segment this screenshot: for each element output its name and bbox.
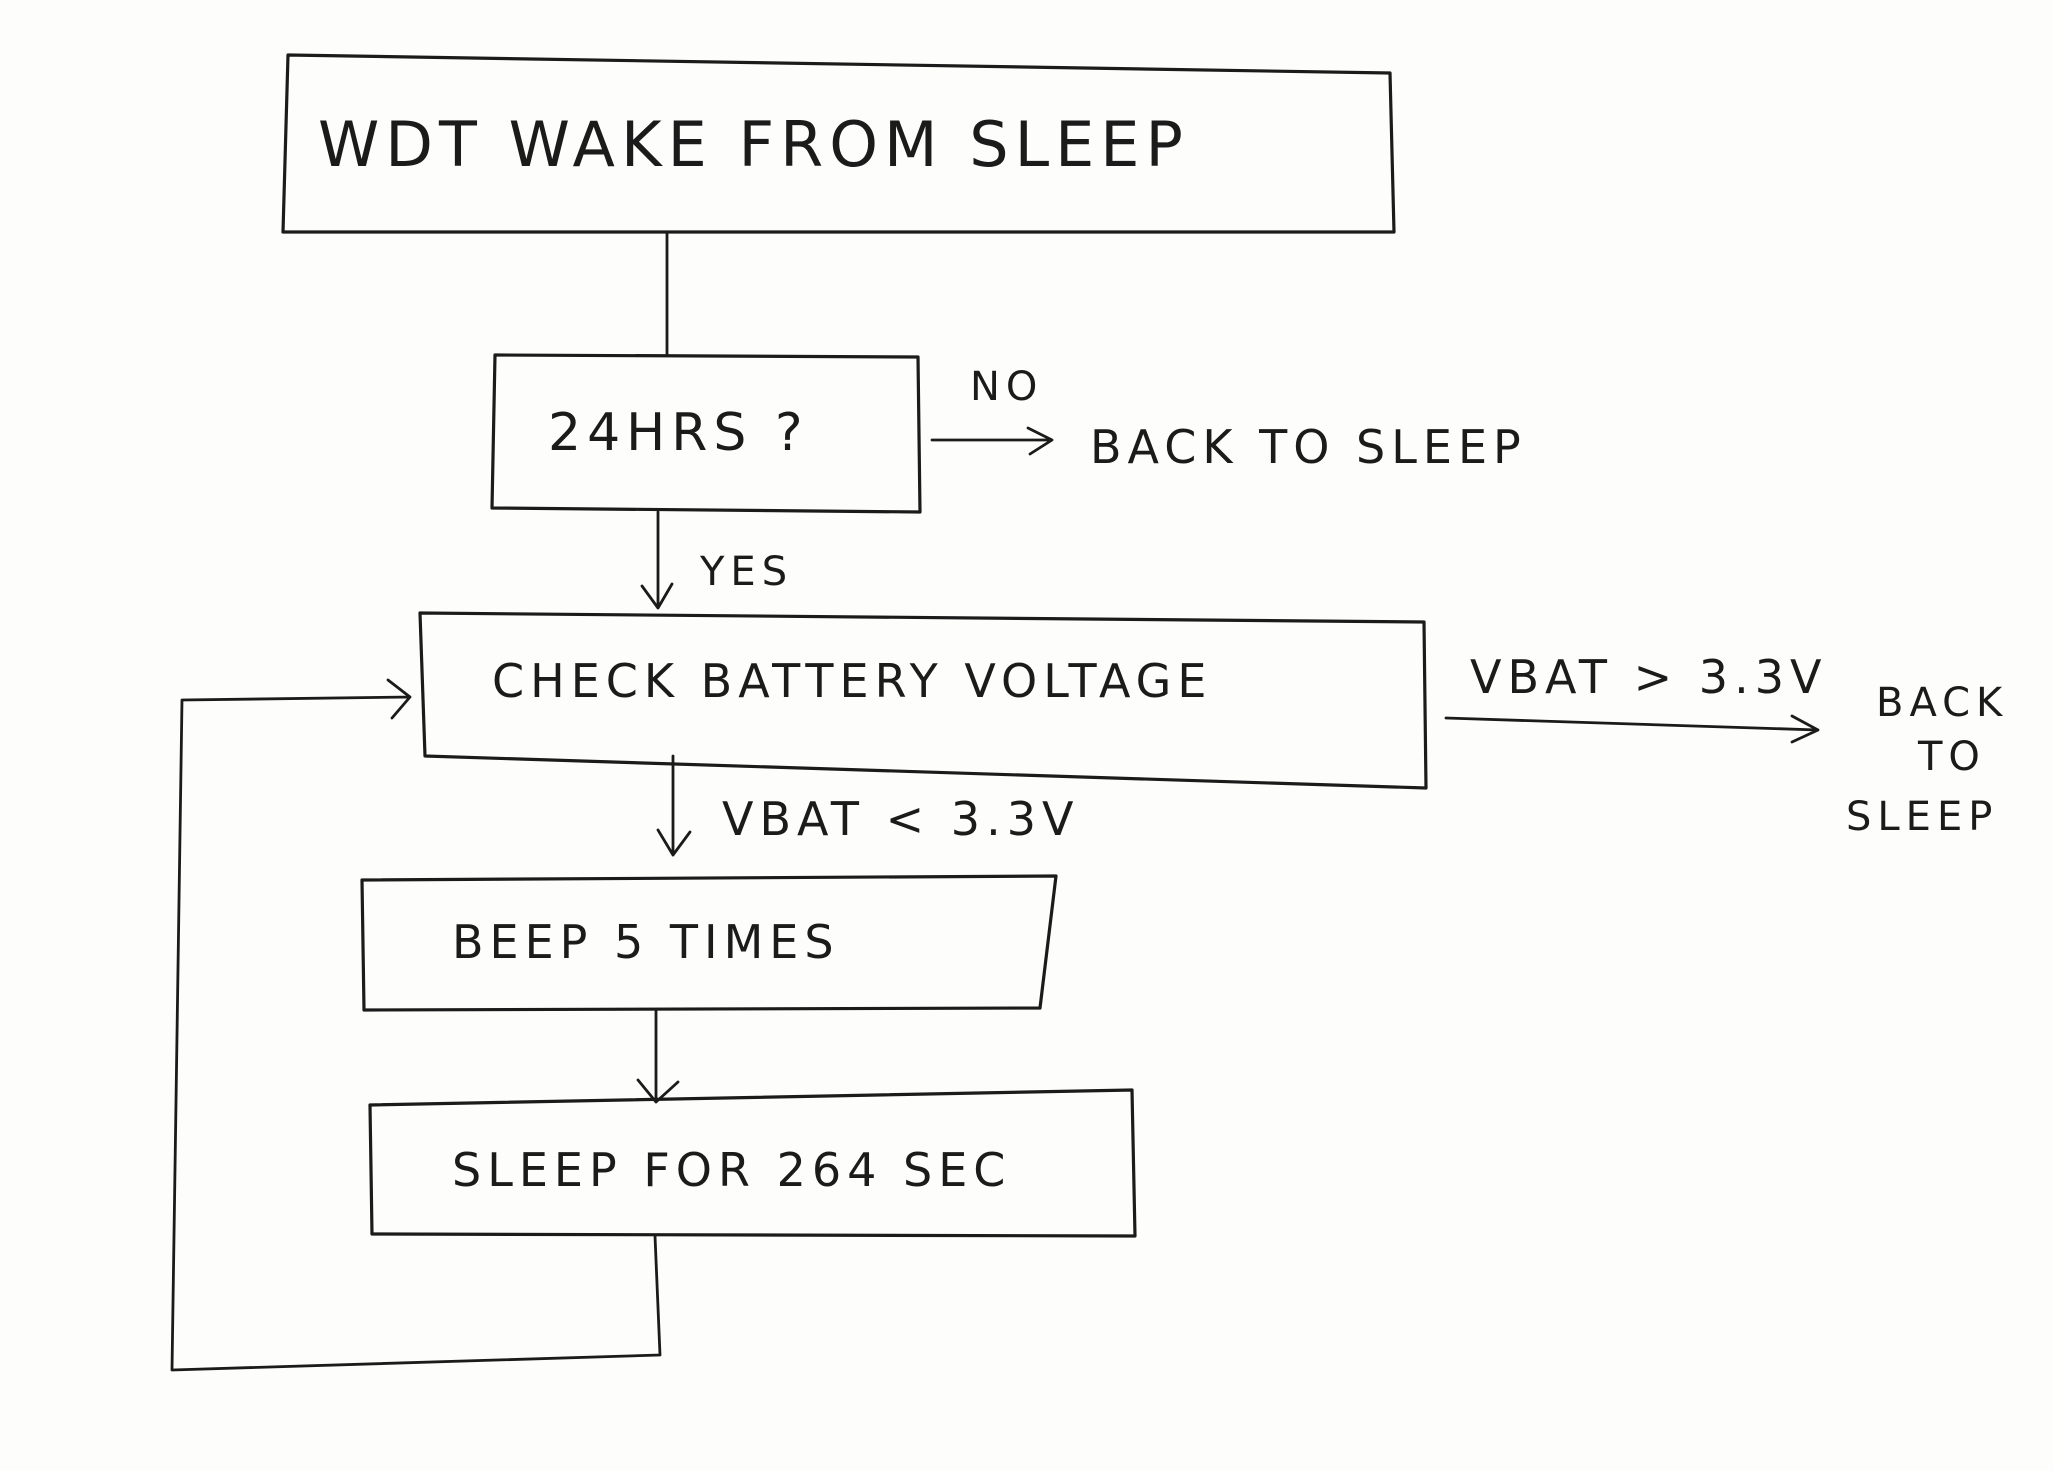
- edge-label-no: NO: [970, 364, 1043, 410]
- edge-label-vbat-high: VBAT > 3.3V: [1470, 650, 1827, 704]
- node-beep-label: BEEP 5 TIMES: [452, 915, 840, 969]
- outcome-back-to-sleep-2-line3: SLEEP: [1846, 794, 1998, 840]
- edge-hours-yes-arrow: [640, 510, 674, 610]
- edge-voltage-low-arrow: [656, 754, 692, 857]
- edge-beep-to-sleep: [636, 1008, 680, 1104]
- edge-voltage-high-arrow: [1444, 714, 1820, 744]
- outcome-back-to-sleep-2-line2: TO: [1917, 734, 1986, 780]
- node-sleep-label: SLEEP FOR 264 SEC: [452, 1143, 1011, 1197]
- node-wake-label: WDT WAKE FROM SLEEP: [318, 108, 1189, 181]
- node-hours-box: [490, 353, 922, 514]
- node-check-voltage-label: CHECK BATTERY VOLTAGE: [492, 654, 1212, 708]
- node-beep-box: [360, 874, 1058, 1012]
- outcome-back-to-sleep-2-line1: BACK: [1876, 680, 2008, 726]
- node-sleep-box: [368, 1088, 1137, 1238]
- node-wake-box: [281, 53, 1396, 234]
- outcome-back-to-sleep-1: BACK TO SLEEP: [1090, 420, 1527, 474]
- edge-loop-back: [170, 678, 662, 1372]
- edge-label-vbat-low: VBAT < 3.3V: [722, 792, 1079, 846]
- edge-hours-no-arrow: [930, 426, 1054, 456]
- edge-label-yes: YES: [699, 549, 793, 595]
- node-hours-label: 24HRS ?: [548, 403, 809, 463]
- node-check-voltage-box: [418, 611, 1428, 790]
